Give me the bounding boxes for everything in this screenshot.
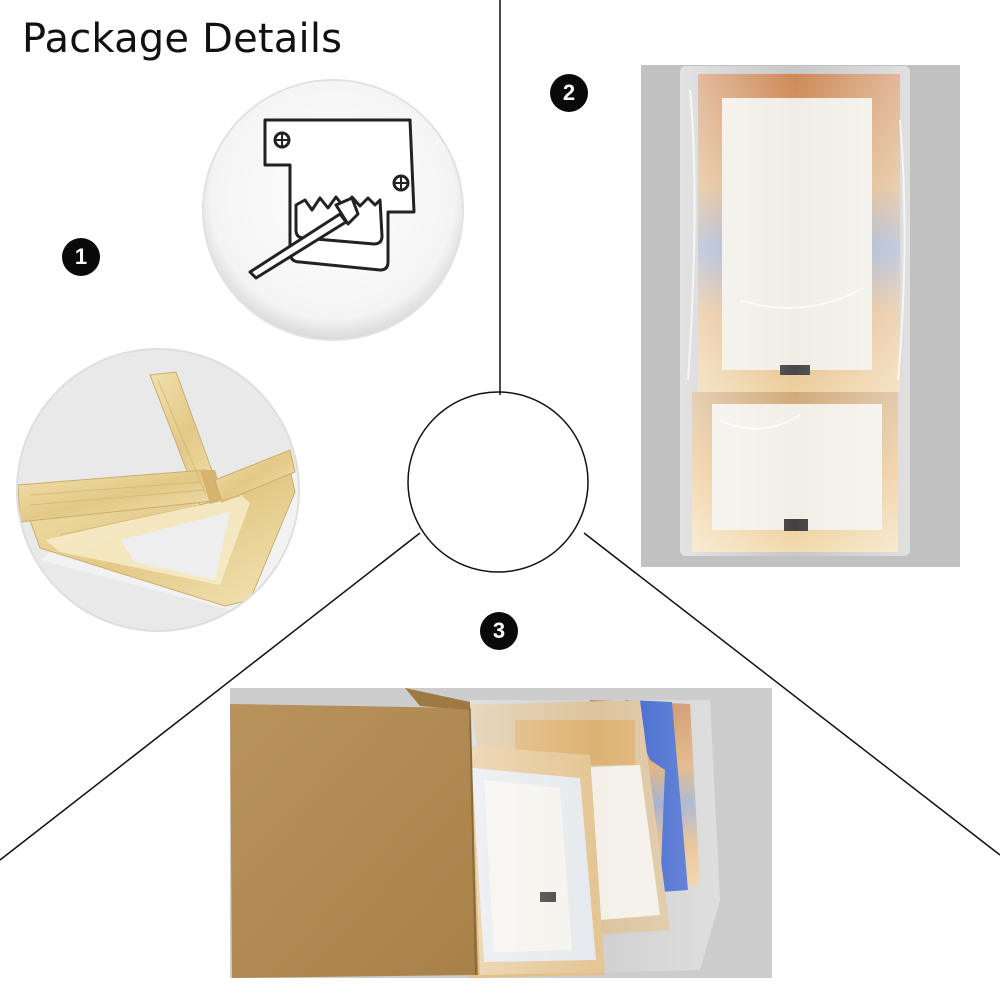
- divider-lines: [0, 0, 1000, 861]
- sawtooth-hanger-disc: [202, 79, 464, 341]
- nail-icon: [248, 196, 360, 280]
- cardboard-envelope: [230, 704, 478, 978]
- page-title: Package Details: [22, 16, 343, 62]
- screw-icon: [273, 131, 291, 149]
- wooden-bar: [214, 449, 296, 503]
- bagged-canvas-photo: [641, 65, 960, 567]
- step-badge-1: 1: [62, 238, 100, 276]
- center-circle: [407, 391, 589, 573]
- wooden-frame-bars-disc: [16, 348, 300, 632]
- screw-icon: [392, 174, 410, 192]
- step-badge-3: 3: [480, 612, 518, 650]
- boxed-canvas-photo: [230, 688, 772, 978]
- step-badge-2: 2: [550, 74, 588, 112]
